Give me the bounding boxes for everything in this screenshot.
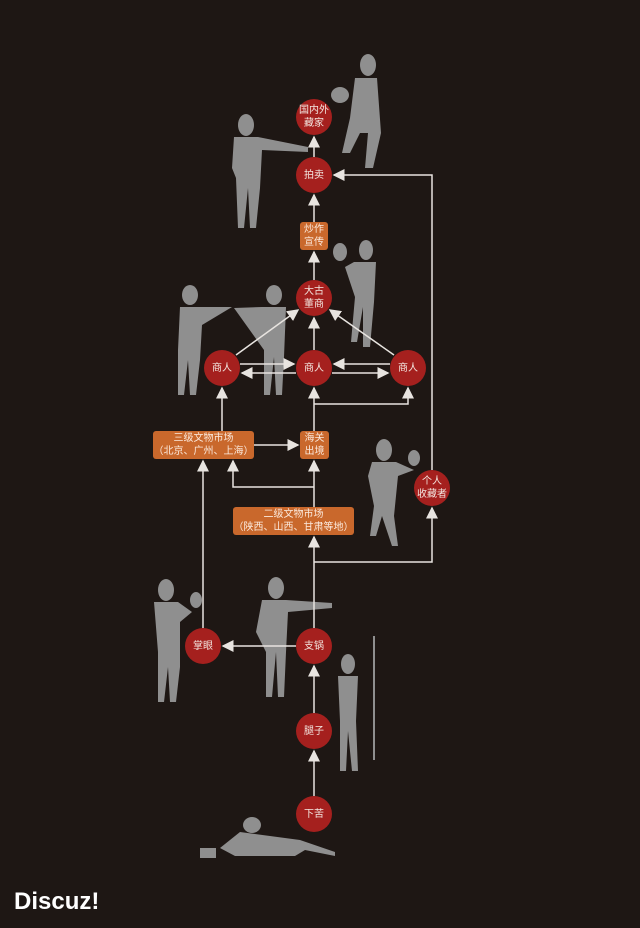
figure-appraiser xyxy=(154,579,202,702)
figure-dealer-right xyxy=(333,240,376,347)
node-runner: 腿子 xyxy=(296,713,332,749)
flow-arrows xyxy=(197,135,438,796)
figure-merchant-mid xyxy=(234,285,286,395)
figure-top-right xyxy=(331,54,381,168)
node-private-collector: 个人 收藏者 xyxy=(414,470,450,506)
figure-runner xyxy=(338,636,375,771)
node-merchant-right: 商人 xyxy=(390,350,426,386)
node-auction: 拍卖 xyxy=(296,157,332,193)
node-customs: 海关 出境 xyxy=(300,431,329,459)
figure-digger xyxy=(200,817,335,858)
node-hype: 炒作 宣传 xyxy=(300,222,328,250)
node-tier2-market: 二级文物市场 （陕西、山西、甘肃等地） xyxy=(233,507,354,535)
figure-boss xyxy=(256,577,332,697)
node-digger: 下苦 xyxy=(296,796,332,832)
watermark: Discuz! xyxy=(14,888,100,915)
node-tier3-market: 三级文物市场 （北京、广州、上海） xyxy=(153,431,254,459)
figures xyxy=(154,54,420,858)
node-collectors-abroad: 国内外 藏家 xyxy=(296,99,332,135)
node-merchant-center: 商人 xyxy=(296,350,332,386)
figure-pointing-top xyxy=(232,114,308,228)
node-big-dealer: 大古 董商 xyxy=(296,280,332,316)
figure-merchant-left xyxy=(178,285,232,395)
figure-private-collector xyxy=(368,439,420,546)
node-merchant-left: 商人 xyxy=(204,350,240,386)
node-appraiser: 掌眼 xyxy=(185,628,221,664)
node-boss: 支锅 xyxy=(296,628,332,664)
